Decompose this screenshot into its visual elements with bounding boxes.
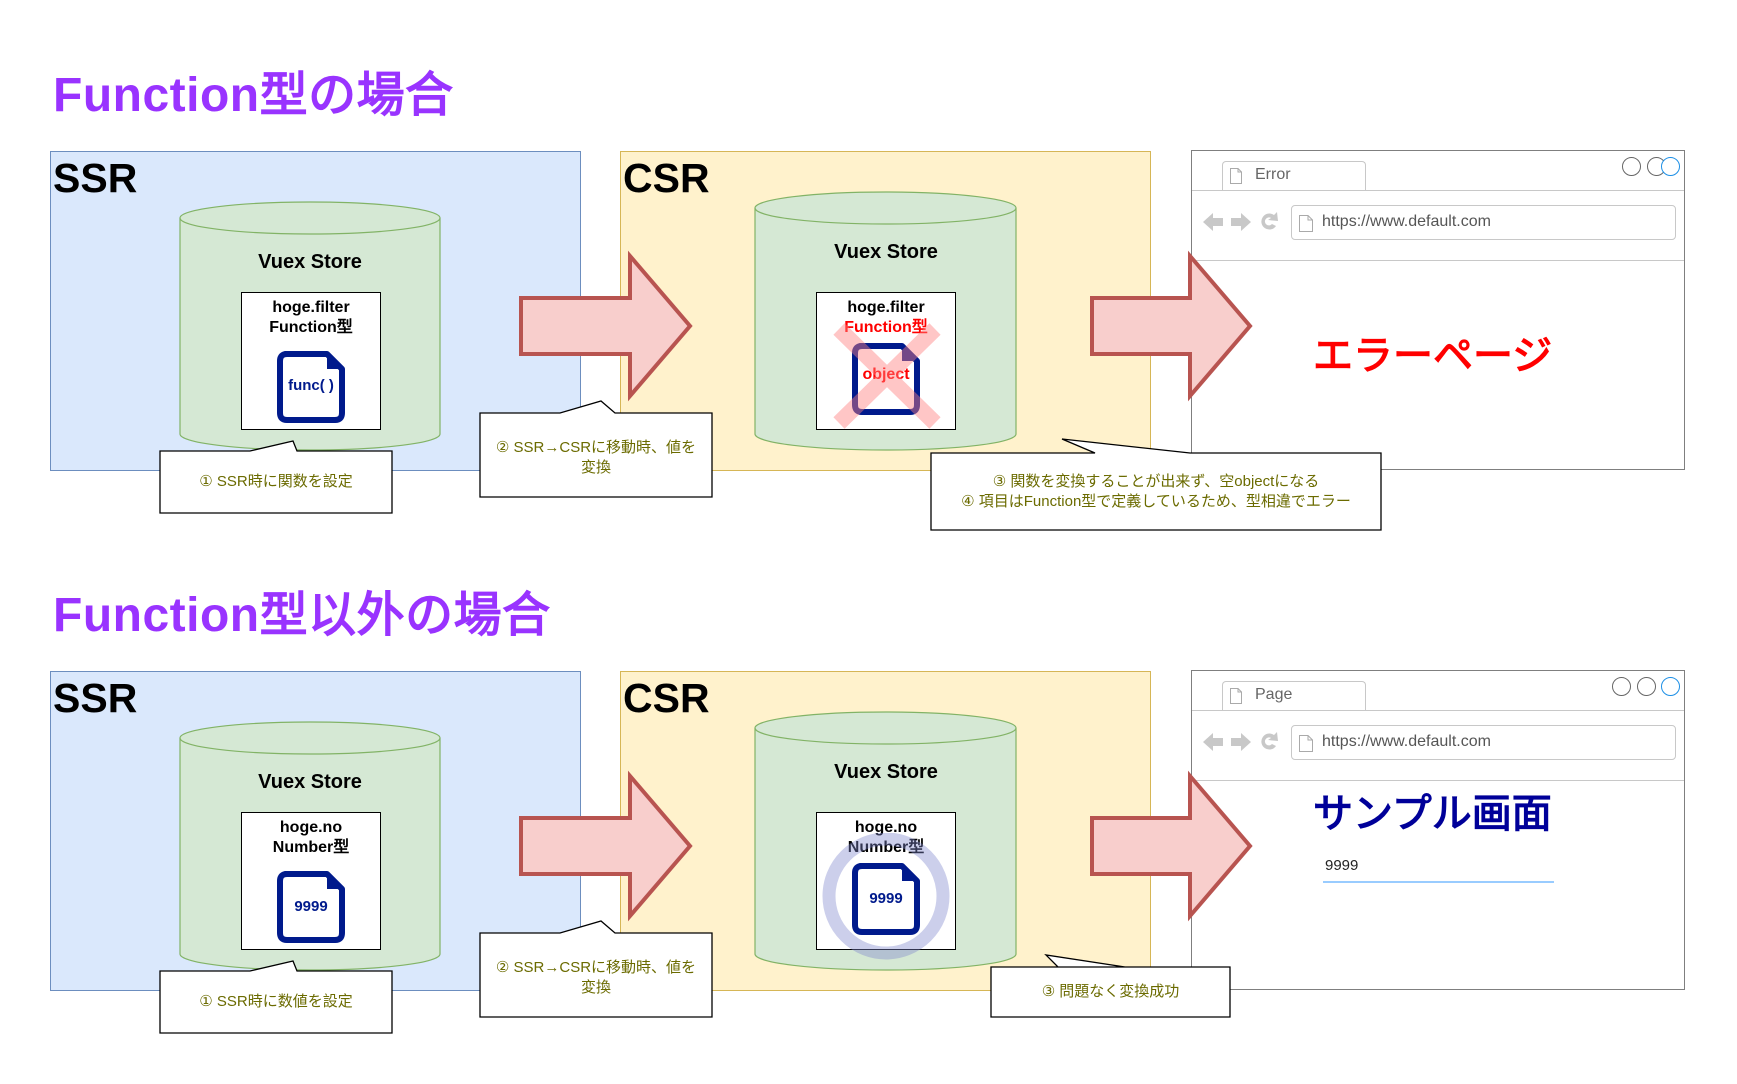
item-key: hoge.no xyxy=(854,819,918,836)
vuex-store-label: Vuex Store xyxy=(258,251,362,273)
item-key: hoge.no xyxy=(279,819,343,836)
callout-line: ④ 項目はFunction型で定義しているため、型相違でエラー xyxy=(961,493,1351,510)
vuex-store-cylinder-ssr-rim xyxy=(179,217,441,235)
forward-arrow-icon[interactable] xyxy=(1231,213,1251,231)
callout-line: ② SSR→CSRに移動時、値を xyxy=(495,959,697,976)
address-bar[interactable]: https://www.default.com xyxy=(1291,205,1676,240)
nav-buttons xyxy=(1203,212,1278,231)
page-icon xyxy=(1230,168,1242,184)
section-title-function: Function型の場合 xyxy=(53,69,454,122)
callout-line: ② SSR→CSRに移動時、値を xyxy=(495,439,697,456)
browser-window-error: Error https://www.default.com エラーページ xyxy=(1191,150,1685,470)
back-arrow-icon[interactable] xyxy=(1203,213,1223,231)
section-title-non-function: Function型以外の場合 xyxy=(53,589,551,642)
minimize-button[interactable] xyxy=(1622,157,1641,176)
circle-mark-icon xyxy=(822,833,950,960)
callout-csr-error: ③ 関数を変換することが出来ず、空objectになる ④ 項目はFunction… xyxy=(931,472,1381,512)
ssr-label: SSR xyxy=(53,155,138,201)
document-icon xyxy=(277,871,345,943)
document-icon xyxy=(852,343,920,415)
document-icon xyxy=(852,863,920,935)
callout-line: 変換 xyxy=(580,979,611,996)
vuex-store-label: Vuex Store xyxy=(834,241,938,263)
browser-window-page: Page https://www.default.com サンプル画面 9999 xyxy=(1191,670,1685,990)
vuex-store-cylinder-ssr-rim xyxy=(179,737,441,755)
toolbar-divider xyxy=(1192,260,1684,261)
document-text: object xyxy=(852,366,920,384)
nav-buttons xyxy=(1203,732,1278,751)
vuex-store-label: Vuex Store xyxy=(834,761,938,783)
item-key: hoge.filter xyxy=(847,299,925,316)
document-text: 9999 xyxy=(869,890,903,907)
callout-transfer: ② SSR→CSRに移動時、値を 変換 xyxy=(480,958,712,998)
tabbar-divider xyxy=(1192,710,1684,711)
callout-line: ③ 関数を変換することが出来ず、空objectになる xyxy=(992,473,1320,490)
store-item-box: hoge.no Number型 9999 xyxy=(241,812,381,950)
close-button[interactable] xyxy=(1661,157,1680,176)
callout-line: 変換 xyxy=(580,459,611,476)
tab-title: Error xyxy=(1255,166,1291,183)
url-text: https://www.default.com xyxy=(1322,733,1491,750)
vuex-store-label: Vuex Store xyxy=(258,771,362,793)
page-icon xyxy=(1299,215,1313,232)
error-page-text: エラーページ xyxy=(1313,334,1553,378)
callout-csr-success: ③ 問題なく変換成功 xyxy=(991,982,1230,1002)
store-item-box: hoge.no Number型 9999 xyxy=(816,812,956,960)
item-type: Number型 xyxy=(272,839,350,856)
vuex-store-cylinder-csr-rim xyxy=(754,727,1017,745)
vuex-store-cylinder-csr-rim xyxy=(754,207,1017,225)
reload-icon[interactable] xyxy=(1261,212,1278,230)
page-icon xyxy=(1299,735,1313,752)
item-type: Number型 xyxy=(847,839,925,856)
forward-arrow-icon[interactable] xyxy=(1231,733,1251,751)
x-mark-icon xyxy=(833,323,941,429)
item-type-error: Function型 xyxy=(844,319,928,336)
document-text: func( ) xyxy=(288,377,334,394)
input-value: 9999 xyxy=(1325,857,1359,874)
page-icon xyxy=(1230,688,1242,704)
browser-tab[interactable]: Page xyxy=(1222,681,1366,711)
callout-ssr-set: ① SSR時に関数を設定 xyxy=(199,473,353,490)
tab-title: Page xyxy=(1255,686,1293,703)
number-input[interactable]: 9999 xyxy=(1323,853,1554,883)
callout-transfer: ② SSR→CSRに移動時、値を 変換 xyxy=(480,438,712,478)
sample-page-title: サンプル画面 xyxy=(1313,792,1552,836)
item-key: hoge.filter xyxy=(272,299,350,316)
reload-icon[interactable] xyxy=(1261,732,1278,750)
callout-ssr-set: ① SSR時に数値を設定 xyxy=(199,993,353,1010)
csr-label: CSR xyxy=(623,675,710,721)
maximize-button[interactable] xyxy=(1637,677,1656,696)
item-type: Function型 xyxy=(269,319,353,336)
store-item-box: hoge.filter Function型 func( ) xyxy=(241,292,381,430)
url-text: https://www.default.com xyxy=(1322,213,1491,230)
store-item-box: hoge.filter Function型 object xyxy=(816,292,956,430)
document-icon xyxy=(277,351,345,423)
minimize-button[interactable] xyxy=(1612,677,1631,696)
csr-label: CSR xyxy=(623,155,710,201)
close-button[interactable] xyxy=(1661,677,1680,696)
document-text: 9999 xyxy=(294,898,328,915)
callout-line: ③ 問題なく変換成功 xyxy=(1041,983,1180,1000)
tabbar-divider xyxy=(1192,190,1684,191)
address-bar[interactable]: https://www.default.com xyxy=(1291,725,1676,760)
browser-tab[interactable]: Error xyxy=(1222,161,1366,191)
ssr-label: SSR xyxy=(53,675,138,721)
back-arrow-icon[interactable] xyxy=(1203,733,1223,751)
toolbar-divider xyxy=(1192,780,1684,781)
